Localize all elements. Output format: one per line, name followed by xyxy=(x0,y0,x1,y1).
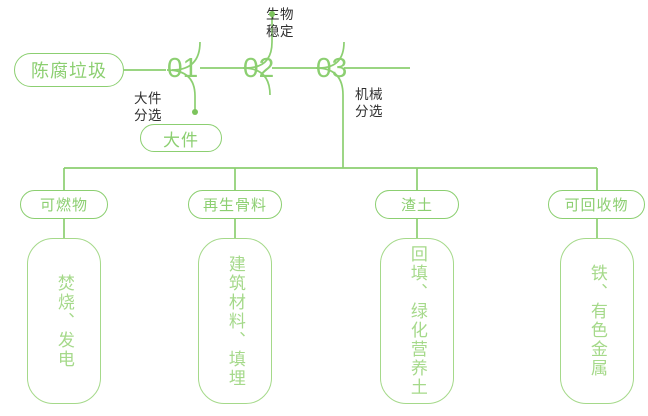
step-number-02[interactable]: 02 xyxy=(243,54,274,82)
step-03-side-label: 机械 分选 xyxy=(355,87,383,120)
category-pill-3[interactable]: 渣土 xyxy=(375,190,459,219)
usage-box-1-text: 焚烧、发电 xyxy=(54,273,74,369)
step-02-text: 02 xyxy=(243,52,275,83)
step-03-text: 03 xyxy=(316,52,348,83)
usage-box-4[interactable]: 铁、有色金属 xyxy=(560,238,634,404)
category-pill-3-label: 渣土 xyxy=(400,197,433,214)
usage-box-3-text: 回填、绿化营养土 xyxy=(407,245,427,397)
usage-box-3[interactable]: 回填、绿化营养土 xyxy=(380,238,454,404)
source-node-label: 陈腐垃圾 xyxy=(31,61,107,81)
category-pill-1-label: 可燃物 xyxy=(39,197,88,214)
category-pill-2-label: 再生骨料 xyxy=(202,197,267,214)
usage-box-4-text: 铁、有色金属 xyxy=(587,264,607,378)
arc-03-bottom xyxy=(315,67,344,96)
usage-box-2[interactable]: 建筑材料、填埋 xyxy=(198,238,272,404)
step-02-side-label: 生物 稳定 xyxy=(266,7,294,40)
category-pill-4-label: 可回收物 xyxy=(564,197,629,214)
usage-box-2-text: 建筑材料、填埋 xyxy=(225,254,245,388)
arc-02-bottom xyxy=(242,67,271,96)
branch-output-dajian-label: 大件 xyxy=(163,130,199,150)
source-node-chenfulaji[interactable]: 陈腐垃圾 xyxy=(14,53,124,87)
category-pill-2[interactable]: 再生骨料 xyxy=(188,190,282,219)
step-01-side-label: 大件 分选 xyxy=(134,91,162,124)
step-number-03[interactable]: 03 xyxy=(316,54,347,82)
branch-output-dajian[interactable]: 大件 xyxy=(140,124,222,152)
branch-dot-bulky xyxy=(192,109,198,115)
step-01-text: 01 xyxy=(167,52,199,83)
usage-box-1[interactable]: 焚烧、发电 xyxy=(27,238,101,404)
arc-01-bottom xyxy=(166,69,196,97)
step-number-01[interactable]: 01 xyxy=(167,54,198,82)
arc-01-top xyxy=(171,41,201,71)
category-pill-4[interactable]: 可回收物 xyxy=(548,190,645,219)
category-pill-1[interactable]: 可燃物 xyxy=(20,190,108,219)
branch-dot-biological xyxy=(269,11,275,17)
